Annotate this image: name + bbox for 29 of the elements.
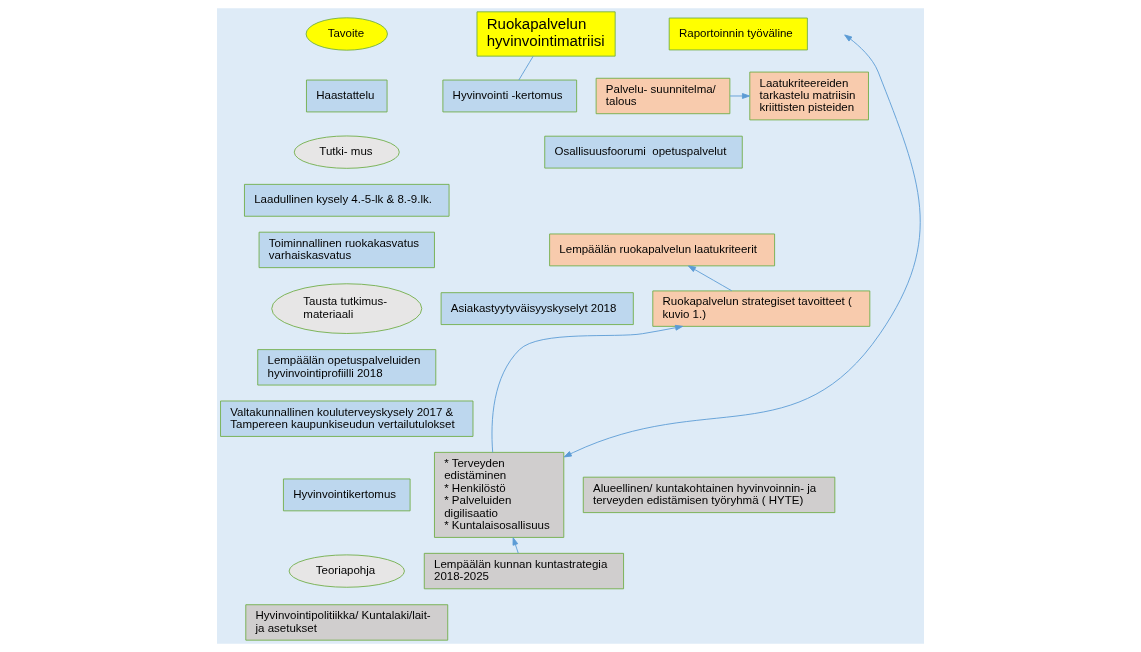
node-box: Haastattelu: [306, 79, 388, 113]
node-box: Hyvinvointi -kertomus: [442, 79, 578, 113]
arrow: [688, 265, 733, 292]
node-box: Asiakastyytyväisyyskyselyt 2018: [440, 292, 634, 325]
node-box: Hyvinvointikertomus: [283, 478, 411, 512]
node-box: Toiminnallinen ruokakasvatus varhaiskasvatus: [258, 231, 435, 269]
node-box: Lempäälän opetuspalveluiden hyvinvointiprofiilli 2018: [257, 349, 437, 386]
node-ellipse: Tavoite: [305, 17, 388, 51]
node-box: Raportoinnin työväline: [668, 17, 808, 51]
node-box: * Terveyden edistäminen * Henkilöstö * Palveluiden digilisaatio * Kuntalaisosallisuus: [434, 451, 565, 538]
arrow: [729, 93, 750, 99]
node-box: Laatukriteereiden tarkastelu matriisin kriittisten pisteiden: [749, 71, 869, 121]
arrow: [512, 537, 519, 554]
node-ellipse: Tutki- mus: [293, 135, 400, 169]
node-box: Alueellinen/ kuntakohtainen hyvinvoinnin- ja terveyden edistämisen työryhmä ( HYTE): [582, 476, 836, 514]
node-box: Hyvinvointipolitiikka/ Kuntalaki/lait- ja asetukset: [245, 604, 449, 641]
node-box: Valtakunnallinen kouluterveyskysely 2017 & Tampereen kaupunkiseudun vertailutulokset: [220, 400, 474, 437]
arrow: [491, 324, 684, 453]
node-box: Lempäälän ruokapalvelun laatukriteerit: [549, 233, 776, 267]
node-box: Osallisuusfoorumi opetuspalvelut: [544, 135, 743, 169]
node-ellipse: Tausta tutkimus- materiaali: [271, 283, 423, 334]
node-box: Laadullinen kysely 4.-5-lk & 8.-9.lk.: [244, 183, 450, 217]
node-box: Ruokapalvelun strategiset tavoitteet ( kuvio 1.): [652, 290, 871, 327]
node-box: Ruokapalvelun hyvinvointimatriisi: [476, 11, 616, 57]
node-box: Lempäälän kunnan kuntastrategia 2018-2025: [423, 552, 625, 590]
node-box: Palvelu- suunnitelma/ talous: [595, 77, 731, 115]
arrow: [563, 34, 921, 458]
connector: [518, 55, 534, 81]
node-ellipse: Teoriapohja: [288, 554, 405, 588]
